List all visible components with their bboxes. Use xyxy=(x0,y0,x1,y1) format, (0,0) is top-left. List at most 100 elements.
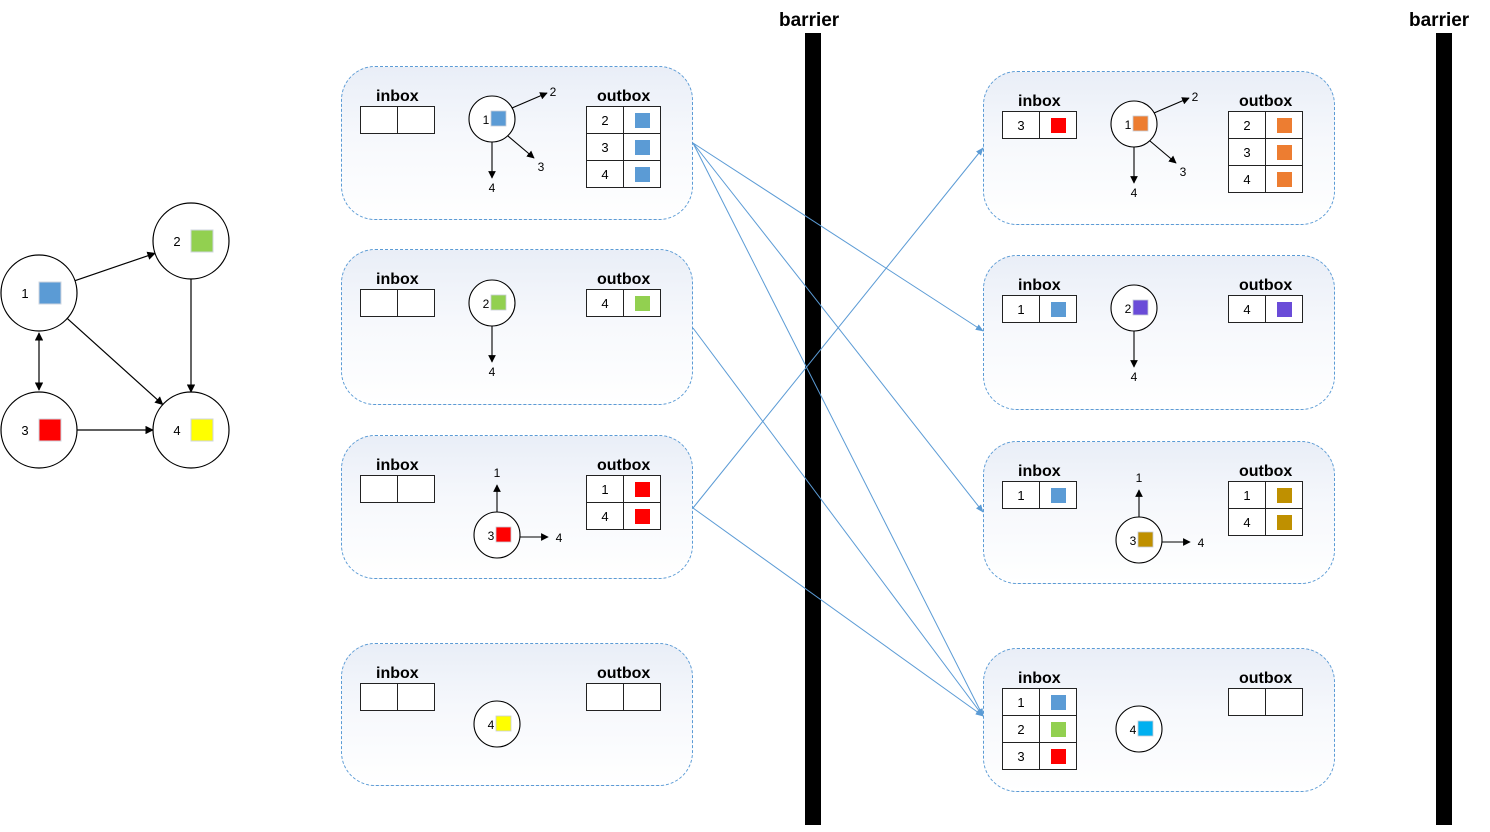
step2-3-inbox: 1 xyxy=(1002,481,1077,509)
message-color-swatch xyxy=(634,482,650,498)
step2-4-inbox-id: 3 xyxy=(1002,742,1040,770)
step1-4-outbox xyxy=(586,683,661,711)
step2-1-outbox-color xyxy=(1265,111,1303,139)
step2-2-outbox-id: 4 xyxy=(1228,295,1266,323)
step1-2-outbox-color xyxy=(623,289,661,317)
graph-node-label-3: 3 xyxy=(21,423,28,438)
step1-3-outbox-id: 1 xyxy=(586,475,624,503)
step1-2-inbox-row xyxy=(360,289,435,317)
barrier-line-2 xyxy=(1436,33,1452,825)
step1-2-vertex-label: 2 xyxy=(483,297,490,311)
message-arrow-1-to-4 xyxy=(692,142,984,717)
step2-4-vertex-color xyxy=(1137,720,1154,737)
message-color-swatch xyxy=(634,296,650,312)
step1-1-outbox-id: 3 xyxy=(586,133,624,161)
step1-4-vertex-label: 4 xyxy=(488,718,495,732)
step2-3-outbox-color xyxy=(1265,508,1303,536)
step2-1-out-label-3: 3 xyxy=(1180,165,1187,179)
step2-3-outbox-id: 4 xyxy=(1228,508,1266,536)
step2-panel-2 xyxy=(983,255,1335,410)
step2-2-outbox-label: outbox xyxy=(1239,277,1293,294)
step2-1-outbox-row: 2 xyxy=(1228,111,1303,139)
message-color-swatch xyxy=(1050,695,1066,711)
message-color-swatch xyxy=(1050,749,1066,765)
step1-4-outbox-id xyxy=(586,683,624,711)
message-arrow-3-to-4 xyxy=(692,507,984,717)
step1-1-vertex-label: 1 xyxy=(483,113,490,127)
step2-2-inbox-color xyxy=(1039,295,1077,323)
step2-1-out-label-4: 4 xyxy=(1131,186,1138,200)
step2-4-inbox-color xyxy=(1039,715,1077,743)
step2-4-outbox xyxy=(1228,688,1303,716)
step1-3-vertex-color xyxy=(495,526,512,543)
step2-4-inbox-color xyxy=(1039,688,1077,716)
step1-1-out-label-2: 2 xyxy=(550,85,557,99)
step1-3-inbox-label: inbox xyxy=(376,457,419,474)
step1-4-vertex-color xyxy=(495,715,512,732)
step1-4-inbox-color xyxy=(397,683,435,711)
step2-4-outbox-id xyxy=(1228,688,1266,716)
step2-1-vertex-color xyxy=(1132,115,1149,132)
message-color-swatch xyxy=(1276,488,1292,504)
step1-3-out-label-4: 4 xyxy=(556,531,563,545)
step2-1-out-label-2: 2 xyxy=(1192,90,1199,104)
step1-3-inbox-color xyxy=(397,475,435,503)
step2-3-outbox-row: 4 xyxy=(1228,508,1303,536)
step1-1-outbox-id: 4 xyxy=(586,160,624,188)
step2-2-inbox-label: inbox xyxy=(1018,277,1061,294)
step2-1-outbox-color xyxy=(1265,138,1303,166)
graph-node-label-4: 4 xyxy=(173,423,180,438)
message-color-swatch xyxy=(634,167,650,183)
step2-1-outbox-label: outbox xyxy=(1239,93,1293,110)
step1-1-inbox-id xyxy=(360,106,398,134)
graph-node-color-4 xyxy=(190,418,214,442)
step1-4-outbox-label: outbox xyxy=(597,665,651,682)
step2-4-outbox-color xyxy=(1265,688,1303,716)
step2-2-vertex-color xyxy=(1132,299,1149,316)
step1-3-inbox xyxy=(360,475,435,503)
step2-1-out-edge-2 xyxy=(1153,97,1190,114)
step1-4-inbox xyxy=(360,683,435,711)
message-color-swatch xyxy=(634,509,650,525)
barrier-label-2: barrier xyxy=(1409,10,1470,31)
step2-3-out-label-4: 4 xyxy=(1198,536,1205,550)
barrier-line-1 xyxy=(805,33,821,825)
step1-2-inbox-color xyxy=(397,289,435,317)
graph-node-color-3 xyxy=(38,418,62,442)
step1-3-vertex-label: 3 xyxy=(488,529,495,543)
message-color-swatch xyxy=(1276,172,1292,188)
step2-2-outbox-color xyxy=(1265,295,1303,323)
step1-2-outbox-label: outbox xyxy=(597,271,651,288)
step2-3-vertex-label: 3 xyxy=(1130,534,1137,548)
step2-1-inbox-id: 3 xyxy=(1002,111,1040,139)
message-color-swatch xyxy=(1276,515,1292,531)
step2-1-outbox-row: 4 xyxy=(1228,165,1303,193)
graph-node-color-1 xyxy=(38,281,62,305)
step2-4-inbox-row: 3 xyxy=(1002,742,1077,770)
message-arrow-3-to-1 xyxy=(692,147,984,509)
step1-2-outbox: 4 xyxy=(586,289,661,317)
step2-4-inbox-color xyxy=(1039,742,1077,770)
graph-node-label-1: 1 xyxy=(21,286,28,301)
step2-4-outbox-row xyxy=(1228,688,1303,716)
step2-4-inbox-id: 2 xyxy=(1002,715,1040,743)
step1-3-out-label-1: 1 xyxy=(494,466,501,480)
step1-2-inbox-label: inbox xyxy=(376,271,419,288)
message-arrow-2-to-4 xyxy=(692,327,984,717)
step2-2-out-label-4: 4 xyxy=(1131,370,1138,384)
graph-edge-1-4 xyxy=(66,317,164,406)
step1-2-outbox-row: 4 xyxy=(586,289,661,317)
step1-1-out-label-4: 4 xyxy=(489,181,496,195)
step1-2-inbox xyxy=(360,289,435,317)
step2-3-inbox-color xyxy=(1039,481,1077,509)
graph-node-color-2 xyxy=(190,229,214,253)
step2-4-inbox-label: inbox xyxy=(1018,670,1061,687)
step2-2-outbox-row: 4 xyxy=(1228,295,1303,323)
step1-panel-2 xyxy=(341,249,693,405)
step2-2-inbox-id: 1 xyxy=(1002,295,1040,323)
step1-2-vertex-color xyxy=(490,294,507,311)
